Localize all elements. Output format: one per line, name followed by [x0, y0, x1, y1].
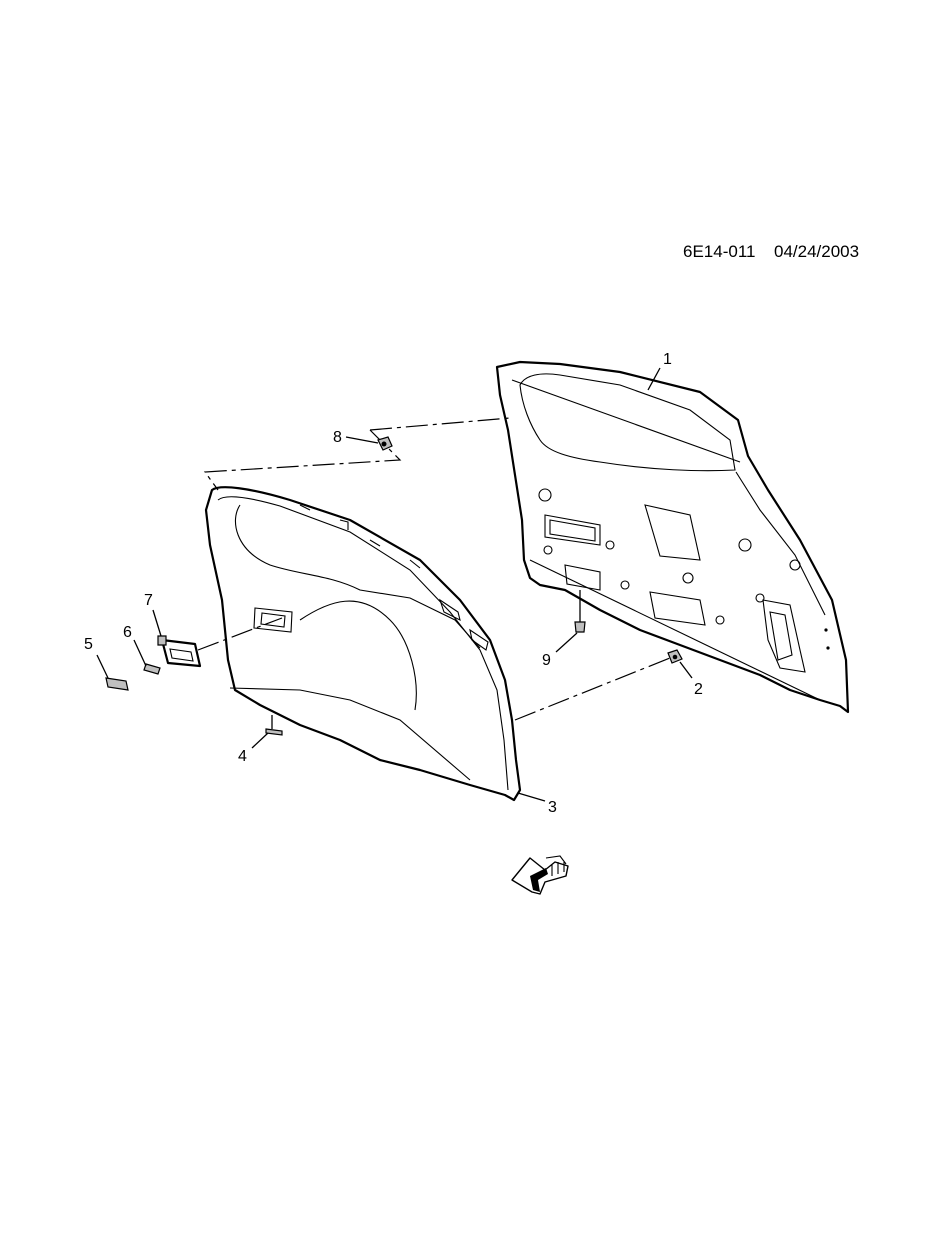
dash-line-8-panel: [369, 417, 511, 431]
callout-3: 3: [548, 799, 557, 816]
callout-5: 5: [84, 636, 93, 653]
callout-2: 2: [694, 681, 703, 698]
callout-8: 8: [333, 429, 342, 446]
dash-line-7-trim: [197, 617, 283, 651]
part-9-screw: [574, 590, 586, 633]
part-8-clip: [377, 436, 393, 451]
part-6-screw: [143, 663, 161, 675]
part-1-liftgate-panel: [495, 360, 850, 714]
part-7-pull-handle: [157, 635, 202, 668]
part-4-clip: [265, 715, 283, 736]
drawing-code: 6E14-011: [683, 242, 755, 261]
front-direction-arrow-icon: [511, 855, 569, 895]
callout-leaders: [96, 367, 693, 802]
callout-6: 6: [123, 624, 132, 641]
callout-7: 7: [144, 592, 153, 609]
dash-line-2-trim: [514, 657, 671, 721]
dash-line-8-trim: [203, 429, 402, 491]
part-5-cover: [105, 677, 129, 691]
callout-9: 9: [542, 652, 551, 669]
drawing-date: 04/24/2003: [774, 242, 859, 261]
callout-4: 4: [238, 748, 247, 765]
part-2-clip: [667, 649, 683, 664]
part-3-trim-panel: [204, 486, 522, 802]
callout-1: 1: [663, 351, 672, 368]
